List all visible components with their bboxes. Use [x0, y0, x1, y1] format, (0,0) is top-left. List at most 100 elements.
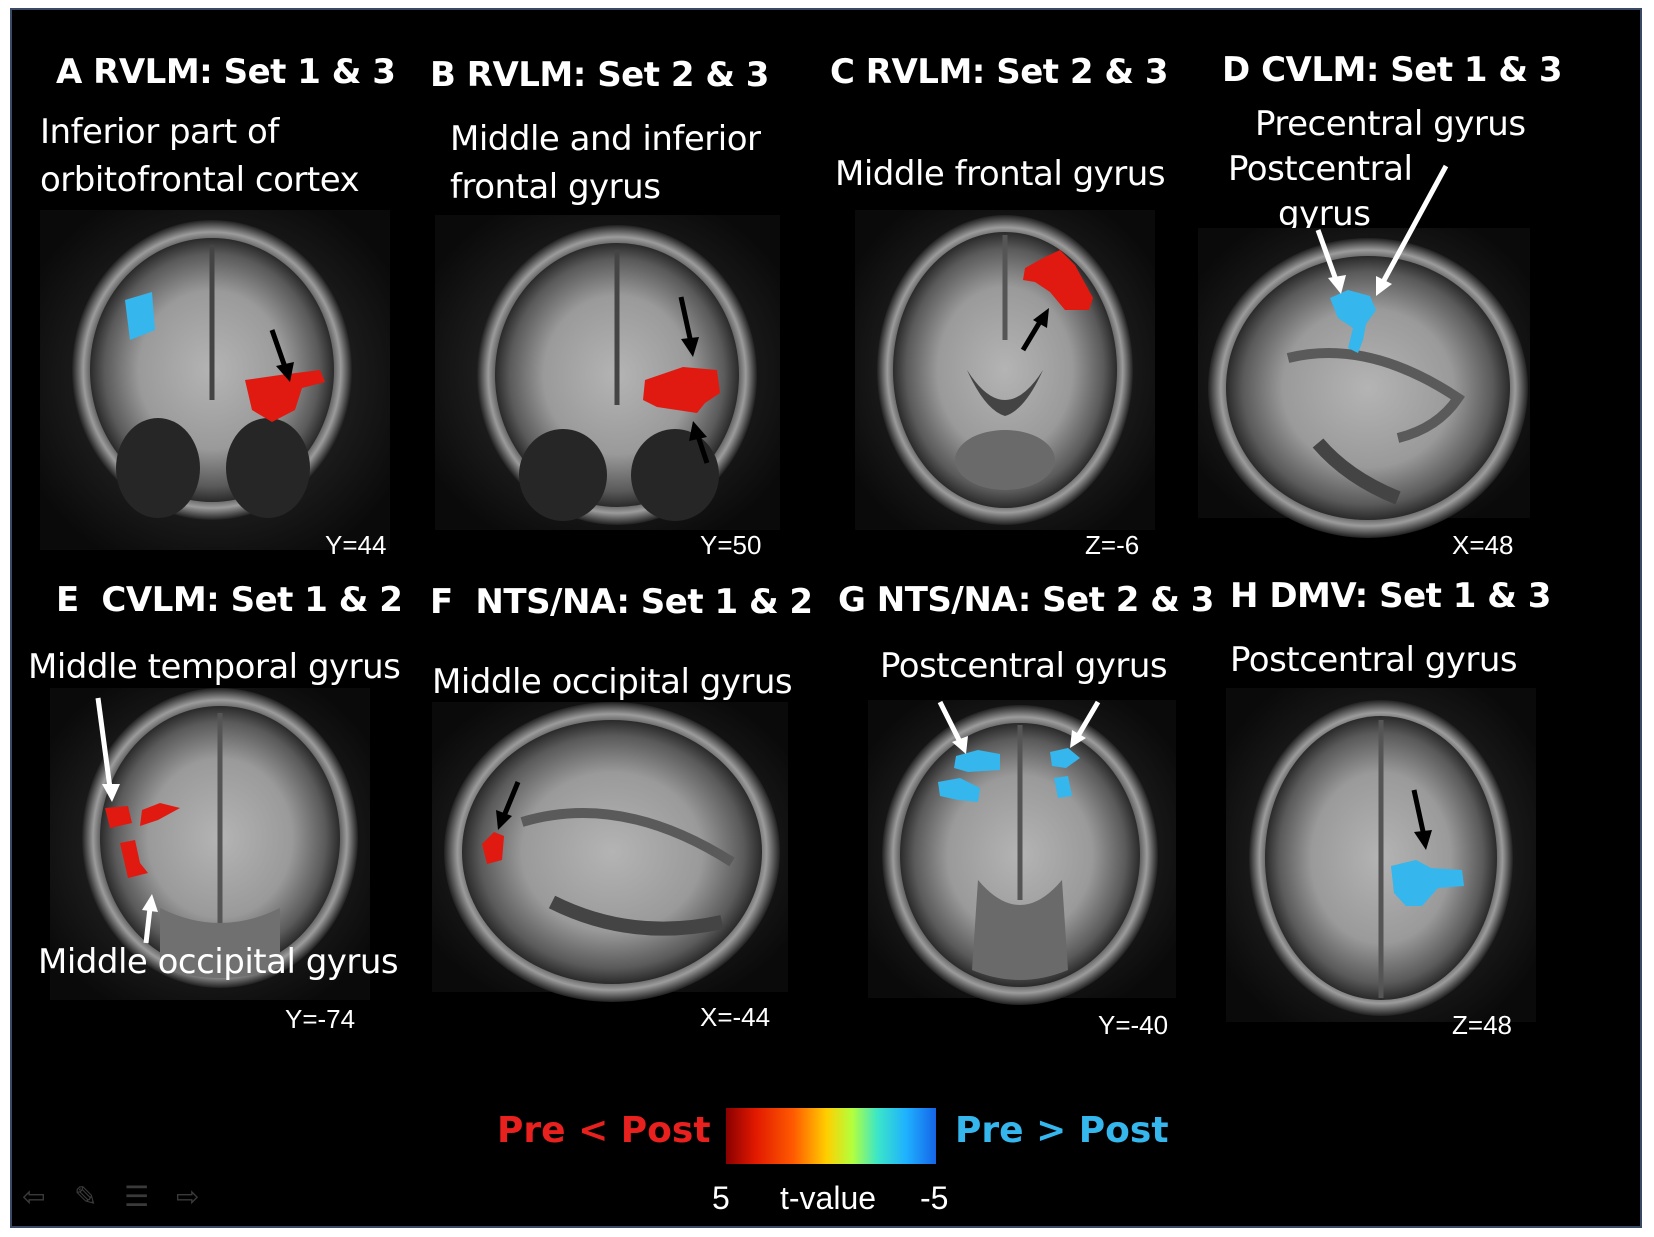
- panel-f-title: F NTS/NA: Set 1 & 2: [430, 582, 813, 622]
- panel-b-region-line: Middle and inferior: [450, 119, 761, 159]
- panel-a-orbit-left: [116, 418, 200, 518]
- panel-d-sulcus: [1286, 348, 1465, 443]
- panel-f-cortex: [462, 720, 762, 984]
- panel-c-coordinate: Z=-6: [1085, 530, 1140, 560]
- panel-c-black-arrow: [1020, 318, 1044, 352]
- panel-c-title-text: RVLM: Set 2 & 3: [865, 52, 1169, 92]
- panel-g-region-line: Postcentral gyrus: [880, 646, 1168, 686]
- colorbar-min-label: 5: [712, 1180, 730, 1216]
- panel-d-region-precentral: Precentral gyrus: [1255, 104, 1526, 144]
- panel-e-red-cluster-1: [105, 806, 132, 828]
- panel-a-brain-image: [40, 210, 390, 550]
- panel-d-temporal: [1312, 438, 1401, 505]
- panel-b-coordinate: Y=50: [700, 530, 762, 560]
- panel-d-coordinate: X=48: [1452, 530, 1514, 560]
- panel-g-blue-cluster-right-bottom: [1054, 776, 1072, 798]
- legend-pre-lt-post: Pre < Post: [497, 1110, 711, 1151]
- panel-b-title: B RVLM: Set 2 & 3: [430, 55, 769, 95]
- colorbar-max-label: -5: [920, 1180, 949, 1216]
- panel-a-region-line: Inferior part of: [40, 112, 279, 152]
- panel-c-red-cluster: [1023, 250, 1093, 310]
- back-arrow-icon[interactable]: ⇦: [22, 1180, 46, 1213]
- panel-g-arrowhead-right: [1070, 730, 1086, 748]
- panel-e-white-arrow-bottom: [143, 907, 153, 944]
- panel-b-arrow-top: [678, 296, 694, 344]
- panel-d-letter: D: [1222, 50, 1250, 90]
- panel-a-red-cluster: [245, 370, 325, 422]
- panel-g-title: G NTS/NA: Set 2 & 3: [838, 580, 1214, 620]
- panel-d-title: D CVLM: Set 1 & 3: [1222, 50, 1563, 90]
- panel-d-region-postcentral: Postcentral: [1228, 149, 1413, 189]
- panel-h-arrowhead: [1414, 830, 1432, 850]
- panel-c-title: C RVLM: Set 2 & 3: [830, 52, 1169, 92]
- panel-g-blue-cluster-left-top: [954, 750, 1000, 772]
- panel-f-sulcus: [520, 808, 735, 867]
- panel-b-region: Middle and inferior frontal gyrus: [450, 115, 761, 211]
- panel-c-arrowhead: [1033, 308, 1049, 328]
- panel-d-white-arrow-right: [1379, 164, 1449, 286]
- panel-g-title-text: NTS/NA: Set 2 & 3: [876, 580, 1215, 620]
- panel-f-region-line: Middle occipital gyrus: [432, 662, 793, 702]
- panel-h-coordinate: Z=48: [1452, 1010, 1512, 1040]
- panel-c-brain-image: [855, 210, 1155, 530]
- legend-pre-gt-post: Pre > Post: [955, 1110, 1169, 1151]
- panel-a-black-arrow: [269, 329, 289, 371]
- panel-b-arrowhead-top: [681, 337, 699, 357]
- panel-e-region-occipital: Middle occipital gyrus: [38, 942, 399, 982]
- panel-h-region-line: Postcentral gyrus: [1230, 640, 1518, 680]
- panel-a-title-text: RVLM: Set 1 & 3: [93, 52, 396, 92]
- panel-b-brain-image: [435, 215, 780, 530]
- panel-b-red-cluster: [643, 367, 720, 413]
- panel-b-orbit-right: [631, 429, 719, 521]
- panel-g-blue-cluster-right-top: [1050, 748, 1080, 768]
- panel-e-red-cluster-2: [140, 803, 180, 826]
- panel-e-red-cluster-3: [120, 840, 148, 878]
- panel-e-white-arrow-top: [95, 697, 113, 789]
- panel-g-cerebellum: [972, 880, 1068, 980]
- panel-g-letter: G: [838, 580, 866, 620]
- menu-icon[interactable]: ☰: [124, 1180, 150, 1213]
- panel-e-coordinate: Y=-74: [285, 1004, 356, 1034]
- panel-g-blue-cluster-left-bottom: [938, 778, 980, 802]
- panel-c-region: Middle frontal gyrus: [835, 150, 1166, 198]
- panel-d-blue-cluster: [1330, 290, 1376, 353]
- forward-arrow-icon[interactable]: ⇨: [176, 1180, 200, 1213]
- panel-f-region: Middle occipital gyrus: [432, 658, 793, 706]
- panel-a-region: Inferior part of orbitofrontal cortex: [40, 108, 360, 204]
- panel-b-region-line: frontal gyrus: [450, 167, 661, 207]
- panel-c-cerebellum: [955, 430, 1055, 490]
- panel-e-letter: E: [56, 580, 79, 620]
- panel-e-region-temporal: Middle temporal gyrus: [28, 647, 401, 687]
- panel-g-arrowhead-left: [952, 736, 968, 754]
- panel-a-blue-cluster: [125, 292, 155, 340]
- panel-h-brain-image: [1226, 688, 1536, 1022]
- panel-d-white-arrow-left: [1315, 229, 1339, 281]
- panel-a-orbit-right: [226, 418, 310, 518]
- panel-h-title-text: DMV: Set 1 & 3: [1269, 576, 1551, 616]
- panel-f-brain-image: [432, 702, 788, 1002]
- panel-h-letter: H: [1230, 576, 1258, 616]
- panel-a-region-line: orbitofrontal cortex: [40, 160, 360, 200]
- panel-g-white-arrow-left: [937, 700, 963, 744]
- panel-b-orbit-left: [519, 429, 607, 521]
- panel-g-white-arrow-right: [1075, 700, 1101, 738]
- panel-c-letter: C: [830, 52, 855, 92]
- panel-d-cortex: [1226, 256, 1510, 520]
- panel-f-temporal: [548, 895, 724, 936]
- panel-f-black-arrow: [501, 781, 521, 817]
- panel-f-arrowhead: [496, 810, 512, 830]
- panel-h-blue-cluster: [1391, 860, 1464, 906]
- panel-d-arrowhead-left: [1328, 275, 1346, 294]
- panel-e-arrowhead-bottom: [142, 894, 158, 912]
- panel-e-title: E CVLM: Set 1 & 2: [56, 580, 403, 620]
- panel-b-arrowhead-bottom: [689, 421, 707, 441]
- panel-e-cerebellum: [160, 908, 280, 978]
- panel-d-arrowhead-right: [1376, 276, 1392, 296]
- colorbar: [726, 1108, 936, 1164]
- panel-a-letter: A: [56, 52, 82, 92]
- panel-b-title-text: RVLM: Set 2 & 3: [466, 55, 770, 95]
- panel-h-title: H DMV: Set 1 & 3: [1230, 576, 1551, 616]
- pen-icon[interactable]: ✎: [74, 1180, 98, 1213]
- panel-f-red-cluster: [482, 832, 504, 864]
- colorbar-title: t-value: [780, 1180, 877, 1216]
